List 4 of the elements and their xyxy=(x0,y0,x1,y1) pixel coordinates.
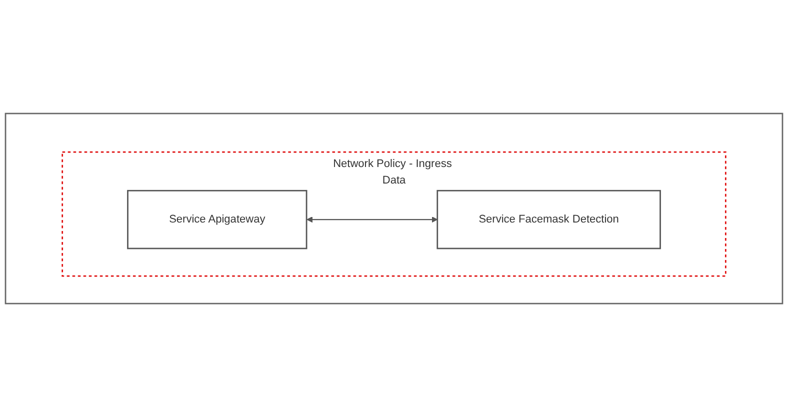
node-box: Service Apigateway xyxy=(127,190,308,250)
node-box: Service Facemask Detection xyxy=(436,190,661,250)
cluster xyxy=(4,113,784,305)
arrow xyxy=(306,216,438,224)
